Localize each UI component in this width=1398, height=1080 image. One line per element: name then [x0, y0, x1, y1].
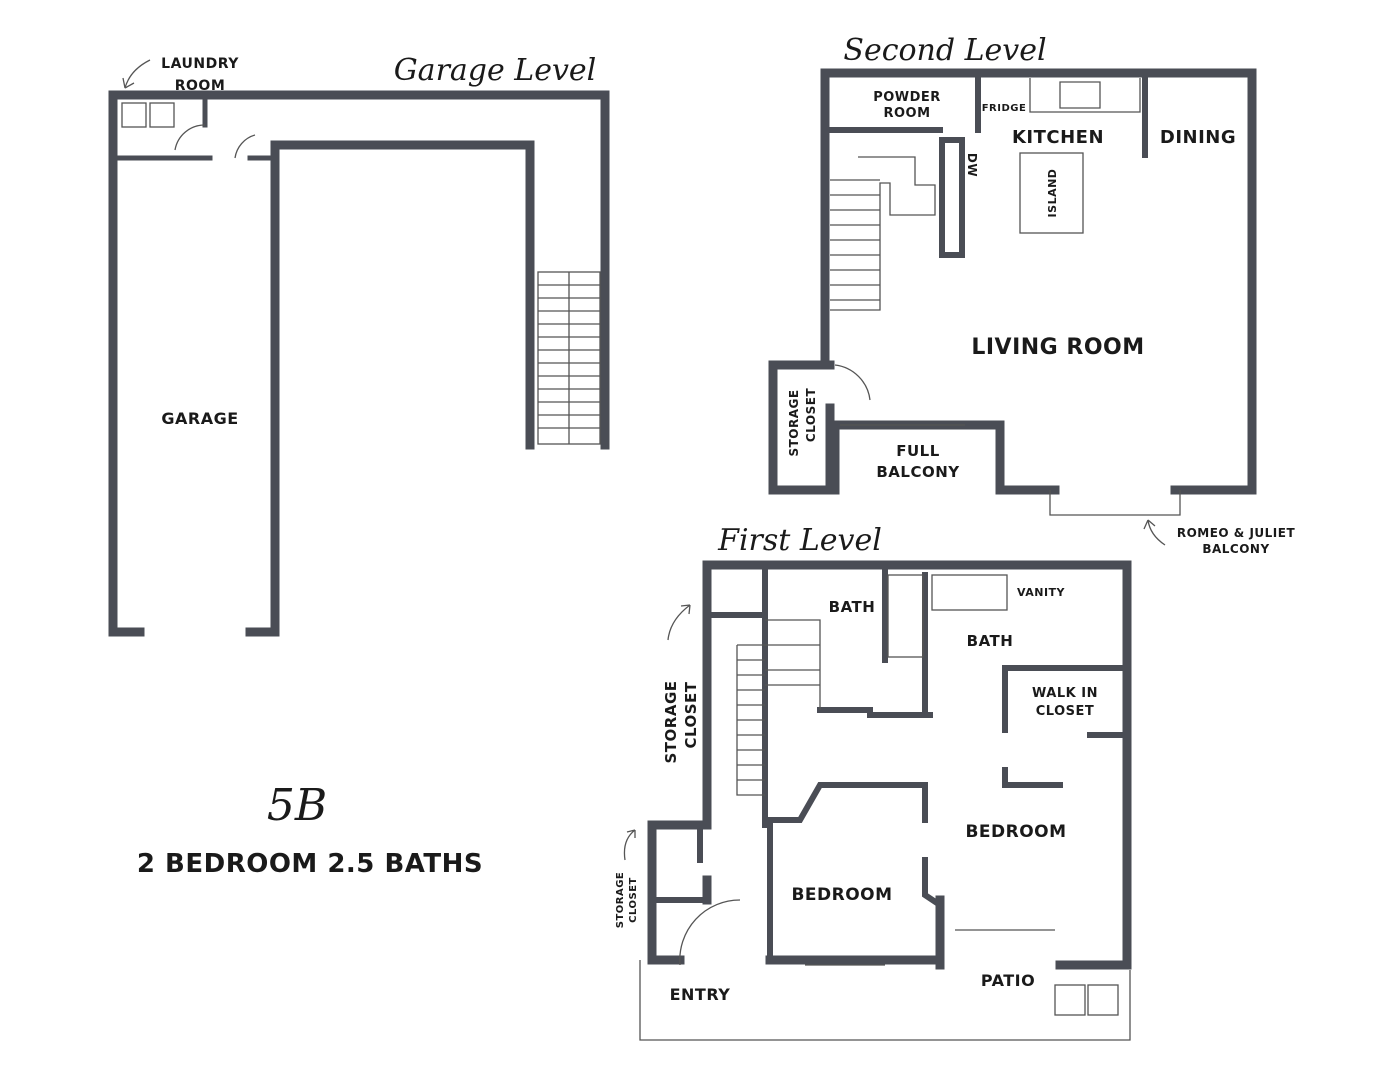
label-walk-in-closet: CLOSET: [1036, 704, 1095, 719]
label-fridge: FRIDGE: [982, 103, 1027, 114]
label-entry: ENTRY: [670, 985, 731, 1004]
first-level-walls: [623, 560, 1132, 1041]
first-level-title: First Level: [717, 523, 882, 558]
unit-name: 5B: [267, 780, 327, 831]
label-romeo-juliet: ROMEO & JULIET: [1177, 526, 1296, 540]
label-storage-2: STORAGE: [615, 872, 626, 929]
label-powder: POWDER: [873, 90, 941, 105]
label-garage: GARAGE: [161, 409, 238, 428]
label-dishwasher: DW: [965, 153, 979, 177]
label-kitchen: KITCHEN: [1012, 127, 1104, 148]
label-storage-closet-1: CLOSET: [682, 681, 700, 748]
label-storage: STORAGE: [787, 389, 801, 456]
label-full-balcony: BALCONY: [876, 463, 960, 481]
label-romeo-balcony: BALCONY: [1202, 542, 1269, 556]
label-patio: PATIO: [981, 971, 1035, 990]
label-bath-2: BATH: [967, 632, 1014, 650]
unit-description: 2 BEDROOM 2.5 BATHS: [137, 849, 483, 879]
label-storage-closet-2: CLOSET: [628, 877, 639, 923]
garage-level-walls: [108, 59, 610, 637]
label-living-room: LIVING ROOM: [971, 335, 1144, 360]
island: [1019, 152, 1084, 234]
garage-stairs: [537, 271, 601, 445]
second-level-walls: [768, 68, 1257, 546]
label-bath-1: BATH: [829, 598, 876, 616]
label-island: ISLAND: [1046, 169, 1059, 218]
label-laundry: LAUNDRY: [161, 56, 239, 72]
label-powder-room: ROOM: [883, 106, 930, 121]
laundry-arrow-icon: [122, 59, 151, 89]
label-vanity: VANITY: [1017, 586, 1066, 599]
garage-level-title: Garage Level: [394, 53, 597, 88]
label-dining: DINING: [1160, 127, 1236, 148]
label-storage-1: STORAGE: [662, 680, 680, 763]
label-laundry-room: ROOM: [175, 78, 226, 94]
label-bedroom-second: BEDROOM: [791, 885, 892, 905]
second-level-title: Second Level: [843, 33, 1046, 68]
label-storage-closet: CLOSET: [804, 388, 818, 443]
label-full: FULL: [896, 442, 940, 460]
label-bedroom-main: BEDROOM: [965, 822, 1066, 842]
label-walk-in: WALK IN: [1032, 686, 1098, 701]
